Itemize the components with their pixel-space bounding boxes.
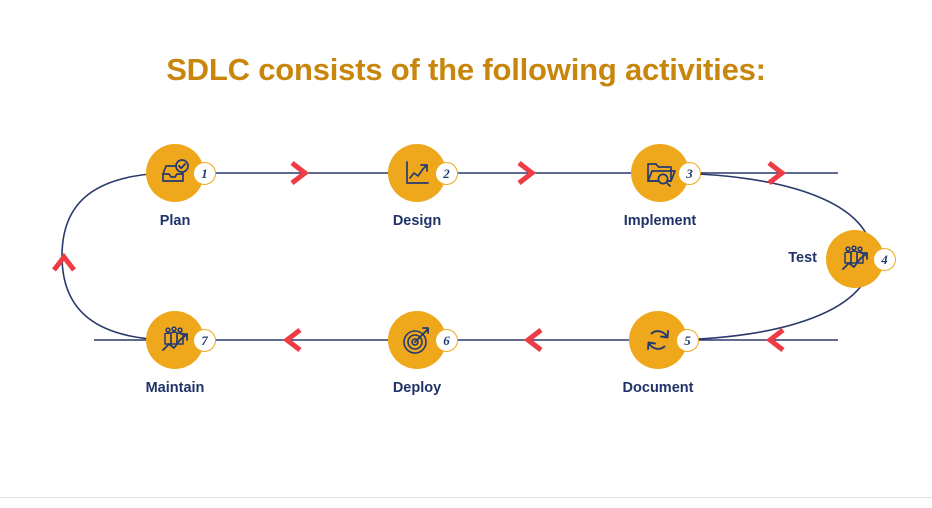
node-deploy-label: Deploy	[392, 380, 442, 396]
node-test-label: Test	[788, 250, 817, 266]
target-arrow-icon	[401, 324, 433, 356]
node-plan-label: Plan	[159, 213, 191, 229]
folder-search-icon	[644, 157, 676, 189]
arrow-design-to-implement	[517, 161, 537, 185]
node-document-badge: 5	[676, 329, 699, 352]
people-growth-icon	[159, 324, 191, 356]
node-deploy-badge: 6	[435, 329, 458, 352]
bottom-divider	[0, 497, 932, 498]
node-plan-badge: 1	[193, 162, 216, 185]
node-implement-label: Implement	[623, 213, 697, 229]
node-design-badge: 2	[435, 162, 458, 185]
inbox-check-icon	[159, 157, 191, 189]
refresh-cycle-icon	[642, 324, 674, 356]
node-implement-circle[interactable]	[631, 144, 689, 202]
page-title: SDLC consists of the following activitie…	[166, 52, 766, 87]
node-design-label: Design	[392, 213, 442, 229]
node-maintain-badge: 7	[193, 329, 216, 352]
node-test-badge: 4	[873, 248, 896, 271]
node-maintain-label: Maintain	[145, 380, 205, 396]
line-chart-icon	[401, 157, 433, 189]
people-growth-icon	[839, 243, 871, 275]
arrow-plan-to-design	[290, 161, 310, 185]
arrow-deploy-to-maintain	[282, 328, 302, 352]
arrow-test-to-document	[765, 328, 785, 352]
node-implement-badge: 3	[678, 162, 701, 185]
node-document-label: Document	[622, 380, 694, 396]
arrow-implement-to-test	[767, 161, 787, 185]
arrow-maintain-to-plan	[52, 252, 76, 272]
arrow-document-to-deploy	[523, 328, 543, 352]
